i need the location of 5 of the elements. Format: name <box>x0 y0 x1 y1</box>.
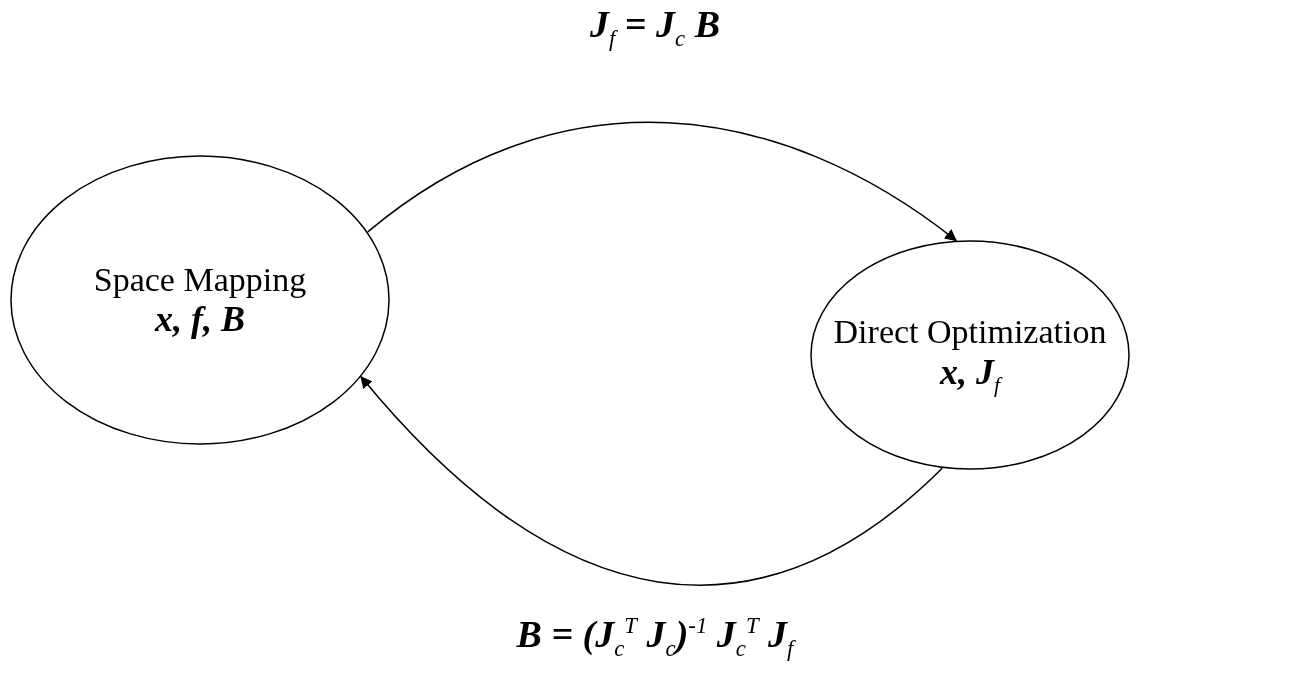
curved-arrow <box>360 375 943 586</box>
node-title: Direct Optimization <box>833 312 1107 352</box>
curved-arrow <box>367 122 957 242</box>
node-title: Space Mapping <box>93 259 307 299</box>
variables-text: x, f, B <box>155 298 245 341</box>
